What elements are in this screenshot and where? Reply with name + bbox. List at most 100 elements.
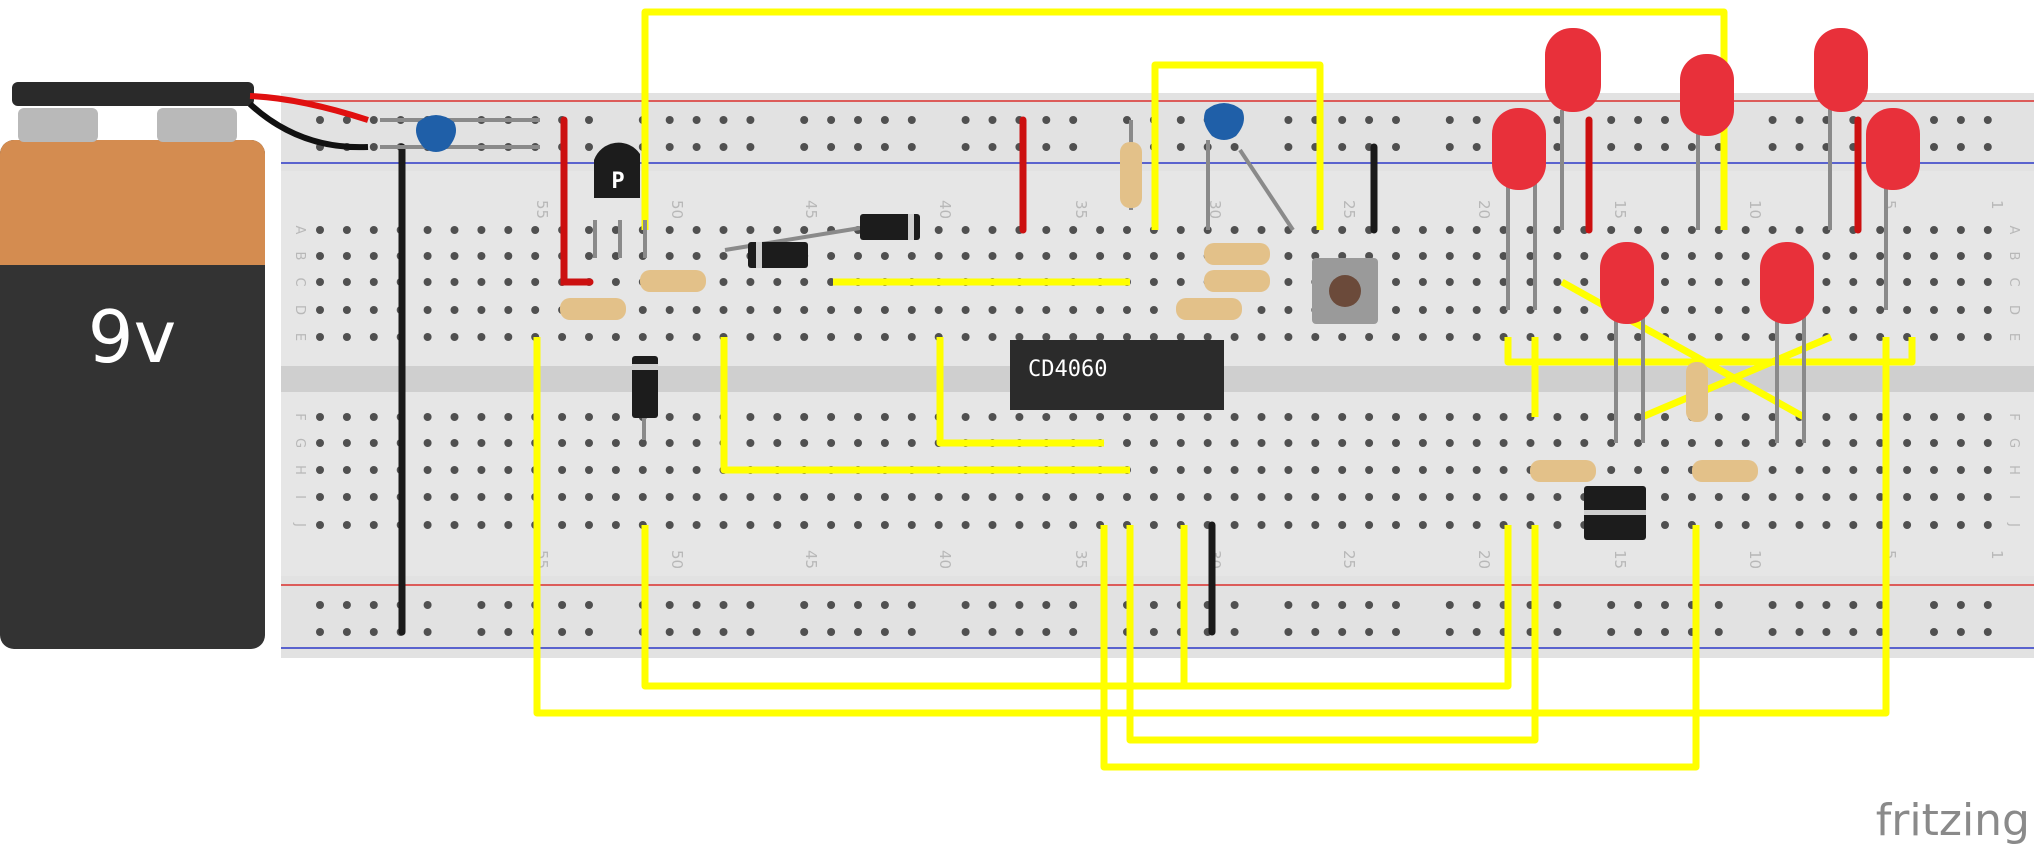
breadboard-hole[interactable] [1069,628,1078,636]
breadboard-hole[interactable] [477,252,486,260]
breadboard-hole[interactable] [1096,306,1105,314]
breadboard-hole[interactable] [1930,628,1938,636]
breadboard-hole[interactable] [665,143,674,151]
breadboard-hole[interactable] [1015,628,1024,636]
breadboard-hole[interactable] [1714,252,1723,260]
breadboard-hole[interactable] [1176,333,1185,341]
breadboard-hole[interactable] [773,226,782,234]
breadboard-hole[interactable] [1795,601,1804,609]
breadboard-hole[interactable] [1284,143,1293,151]
breadboard-hole[interactable] [1876,601,1885,609]
breadboard-hole[interactable] [1768,143,1777,151]
breadboard-hole[interactable] [1149,628,1158,636]
breadboard-hole[interactable] [1230,439,1239,447]
breadboard-hole[interactable] [1687,252,1696,260]
breadboard-hole[interactable] [1903,521,1912,529]
breadboard-hole[interactable] [504,493,513,501]
breadboard-hole[interactable] [1956,116,1965,124]
breadboard-hole[interactable] [316,601,324,609]
breadboard-hole[interactable] [1687,278,1696,286]
breadboard-hole[interactable] [880,143,889,151]
breadboard-hole[interactable] [1499,278,1508,286]
breadboard-hole[interactable] [719,143,728,151]
breadboard-hole[interactable] [800,439,809,447]
breadboard-hole[interactable] [1849,252,1858,260]
breadboard-hole[interactable] [423,278,432,286]
breadboard-hole[interactable] [854,252,862,260]
breadboard-hole[interactable] [611,493,620,501]
breadboard-hole[interactable] [342,278,351,286]
breadboard-hole[interactable] [1768,116,1777,124]
breadboard-hole[interactable] [1553,226,1562,234]
breadboard-hole[interactable] [1714,493,1723,501]
breadboard-hole[interactable] [1445,226,1454,234]
breadboard-hole[interactable] [800,601,809,609]
breadboard-hole[interactable] [1203,413,1212,421]
breadboard-hole[interactable] [1176,439,1185,447]
breadboard-hole[interactable] [1472,601,1481,609]
breadboard-hole[interactable] [1042,413,1051,421]
breadboard-hole[interactable] [1392,628,1400,636]
breadboard-hole[interactable] [1876,413,1885,421]
breadboard-hole[interactable] [1849,521,1858,529]
breadboard-hole[interactable] [316,466,324,474]
breadboard-hole[interactable] [1392,116,1400,124]
breadboard-hole[interactable] [827,333,836,341]
breadboard-hole[interactable] [800,278,809,286]
breadboard-hole[interactable] [988,601,997,609]
breadboard-hole[interactable] [1418,466,1427,474]
breadboard-hole[interactable] [1499,439,1508,447]
breadboard-hole[interactable] [1445,413,1454,421]
breadboard-hole[interactable] [773,413,782,421]
breadboard-hole[interactable] [504,601,513,609]
breadboard-hole[interactable] [316,278,324,286]
breadboard-hole[interactable] [907,628,916,636]
breadboard-hole[interactable] [1149,306,1158,314]
breadboard-hole[interactable] [907,439,916,447]
breadboard-hole[interactable] [1930,439,1938,447]
breadboard-hole[interactable] [1983,439,1992,447]
breadboard-hole[interactable] [665,493,674,501]
breadboard-hole[interactable] [1284,278,1293,286]
breadboard-hole[interactable] [1768,628,1777,636]
breadboard-hole[interactable] [1176,116,1185,124]
breadboard-hole[interactable] [1553,306,1562,314]
breadboard-hole[interactable] [1203,439,1212,447]
breadboard-hole[interactable] [1741,252,1750,260]
breadboard-hole[interactable] [988,252,997,260]
breadboard-hole[interactable] [1687,226,1696,234]
breadboard-hole[interactable] [746,521,755,529]
breadboard-hole[interactable] [880,439,889,447]
breadboard-hole[interactable] [1230,333,1239,341]
breadboard-hole[interactable] [477,226,486,234]
breadboard-hole[interactable] [504,628,513,636]
breadboard-hole[interactable] [961,252,970,260]
breadboard-hole[interactable] [1203,466,1212,474]
breadboard-hole[interactable] [369,278,378,286]
breadboard-hole[interactable] [1445,143,1454,151]
breadboard-hole[interactable] [1956,413,1965,421]
breadboard-hole[interactable] [1257,466,1266,474]
breadboard-hole[interactable] [854,601,862,609]
breadboard-hole[interactable] [1123,226,1131,234]
breadboard-hole[interactable] [665,601,674,609]
breadboard-hole[interactable] [342,628,351,636]
breadboard-hole[interactable] [585,493,593,501]
breadboard-hole[interactable] [316,306,324,314]
breadboard-hole[interactable] [1634,601,1643,609]
breadboard-hole[interactable] [988,493,997,501]
breadboard-hole[interactable] [1849,439,1858,447]
breadboard-hole[interactable] [1445,521,1454,529]
breadboard-hole[interactable] [1284,306,1293,314]
breadboard-hole[interactable] [1876,252,1885,260]
breadboard-hole[interactable] [1714,439,1723,447]
breadboard-hole[interactable] [611,226,620,234]
breadboard-hole[interactable] [342,439,351,447]
breadboard-hole[interactable] [880,116,889,124]
breadboard-hole[interactable] [1983,143,1992,151]
breadboard-hole[interactable] [585,601,593,609]
breadboard-hole[interactable] [1015,333,1024,341]
breadboard-hole[interactable] [934,252,943,260]
breadboard-hole[interactable] [638,306,647,314]
breadboard-hole[interactable] [1230,493,1239,501]
